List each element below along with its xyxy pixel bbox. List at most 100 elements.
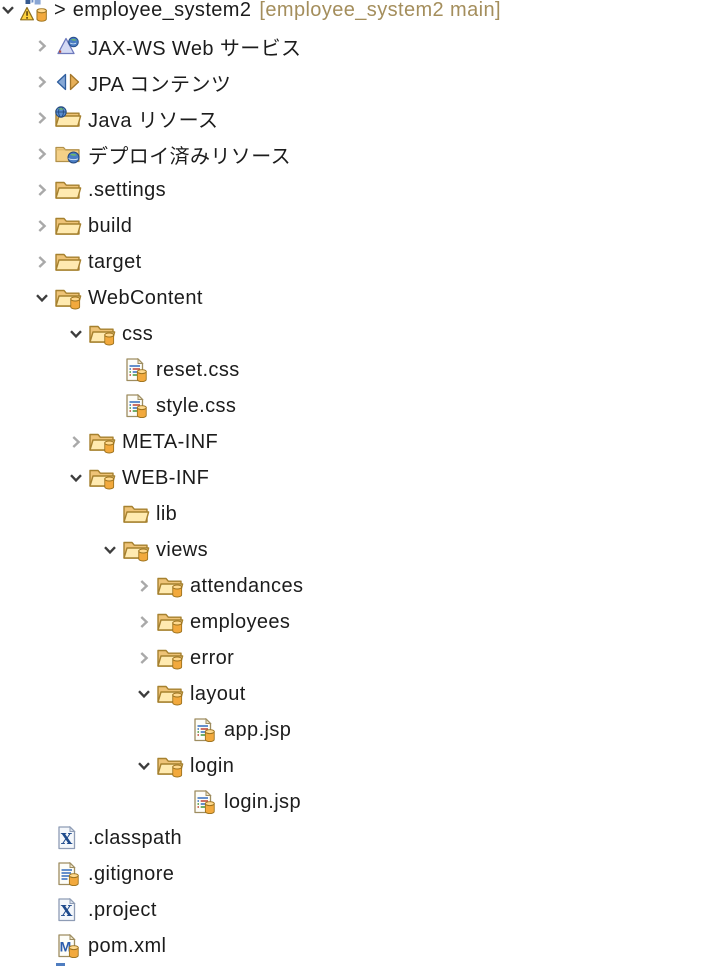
tree-item-views[interactable]: views xyxy=(0,532,711,568)
tree-item-label: login.jsp xyxy=(224,790,301,813)
web-file-icon xyxy=(122,394,150,418)
chevron-right-icon[interactable] xyxy=(136,614,156,631)
chevron-down-icon[interactable] xyxy=(136,686,156,703)
tree-item-label: employee_system2 xyxy=(72,0,252,21)
folder-git-icon xyxy=(156,574,184,598)
tree-item-login-jsp[interactable]: login.jsp xyxy=(0,784,711,820)
folder-git-icon xyxy=(54,286,82,310)
chevron-down-icon[interactable] xyxy=(102,542,122,559)
web-project-icon xyxy=(20,0,48,22)
folder-icon xyxy=(54,214,82,238)
folder-git-icon xyxy=(88,322,116,346)
tree-item-label: pom.xml xyxy=(88,934,167,957)
chevron-right-icon[interactable] xyxy=(34,182,54,199)
tree-item-error[interactable]: error xyxy=(0,640,711,676)
git-branch-decoration: [employee_system2 main] xyxy=(259,0,501,21)
folder-git-icon xyxy=(156,754,184,778)
tree-item-label: META-INF xyxy=(122,430,219,453)
tree-item-style-css[interactable]: style.css xyxy=(0,388,711,424)
tree-item-label: style.css xyxy=(156,394,237,417)
chevron-right-icon[interactable] xyxy=(34,74,54,91)
tree-item-build[interactable]: build xyxy=(0,208,711,244)
java-resources-icon xyxy=(54,106,82,130)
chevron-spacer xyxy=(34,902,54,919)
tree-item-pom-xml[interactable]: pom.xml xyxy=(0,928,711,964)
chevron-right-icon[interactable] xyxy=(34,146,54,163)
chevron-right-icon[interactable] xyxy=(34,254,54,271)
tree-item-label: app.jsp xyxy=(224,718,292,741)
tree-item-settings[interactable]: .settings xyxy=(0,172,711,208)
tree-item-layout[interactable]: layout xyxy=(0,676,711,712)
chevron-spacer xyxy=(102,398,122,415)
tree-item-label: attendances xyxy=(190,574,304,597)
tree-item-label: JAX-WS Web サービス xyxy=(88,37,302,60)
tree-item-label: views xyxy=(156,538,209,561)
tree-item-jpa[interactable]: JPA コンテンツ xyxy=(0,64,711,100)
tree-item-label: target xyxy=(88,250,142,273)
chevron-right-icon[interactable] xyxy=(34,110,54,127)
folder-git-icon xyxy=(156,610,184,634)
tree-item-project[interactable]: .project xyxy=(0,892,711,928)
chevron-spacer xyxy=(34,830,54,847)
folder-git-icon xyxy=(122,538,150,562)
jpa-icon xyxy=(54,70,82,94)
folder-icon xyxy=(122,502,150,526)
chevron-right-icon[interactable] xyxy=(68,434,88,451)
tree-item-employees[interactable]: employees xyxy=(0,604,711,640)
tree-item-label: Java リソース xyxy=(88,109,219,132)
tree-item-jax-ws-web[interactable]: JAX-WS Web サービス xyxy=(0,28,711,64)
tree-item-label: .classpath xyxy=(88,826,183,849)
tree-item-label: login xyxy=(190,754,235,777)
chevron-down-icon[interactable] xyxy=(0,2,20,19)
tree-item-target[interactable]: target xyxy=(0,244,711,280)
web-file-icon xyxy=(190,790,218,814)
maven-file-icon xyxy=(54,934,82,958)
tree-item-reset-css[interactable]: reset.css xyxy=(0,352,711,388)
tree-item-attendances[interactable]: attendances xyxy=(0,568,711,604)
chevron-spacer xyxy=(102,362,122,379)
tree-item-label: .settings xyxy=(88,178,167,201)
folder-git-icon xyxy=(156,646,184,670)
chevron-spacer xyxy=(102,506,122,523)
chevron-down-icon[interactable] xyxy=(68,470,88,487)
xml-file-icon xyxy=(54,898,82,922)
tree-item-label: .gitignore xyxy=(88,862,175,885)
tree-item-label: error xyxy=(190,646,235,669)
tree-item-webcontent[interactable]: WebContent xyxy=(0,280,711,316)
tree-item-label: layout xyxy=(190,682,246,705)
folder-git-icon xyxy=(156,682,184,706)
text-file-git-icon xyxy=(54,862,82,886)
xml-file-icon xyxy=(54,826,82,850)
chevron-right-icon[interactable] xyxy=(34,38,54,55)
chevron-spacer xyxy=(34,938,54,955)
chevron-spacer xyxy=(170,722,190,739)
tree-item-meta-inf[interactable]: META-INF xyxy=(0,424,711,460)
tree-item-label: デプロイ済みリソース xyxy=(88,145,291,168)
tree-item-label: JPA コンテンツ xyxy=(88,73,232,96)
tree-item-login[interactable]: login xyxy=(0,748,711,784)
chevron-spacer xyxy=(34,866,54,883)
tree-item-employee-system2[interactable]: > employee_system2 [employee_system2 mai… xyxy=(0,0,711,28)
folder-git-icon xyxy=(88,430,116,454)
git-dirty-indicator: > xyxy=(54,0,66,21)
chevron-down-icon[interactable] xyxy=(136,758,156,775)
chevron-down-icon[interactable] xyxy=(68,326,88,343)
tree-item-lib[interactable]: lib xyxy=(0,496,711,532)
tree-item-label: build xyxy=(88,214,133,237)
tree-item-css[interactable]: css xyxy=(0,316,711,352)
cutoff-next-row-icon xyxy=(56,963,65,966)
tree-item-label: reset.css xyxy=(156,358,240,381)
chevron-right-icon[interactable] xyxy=(34,218,54,235)
tree-item-classpath[interactable]: .classpath xyxy=(0,820,711,856)
chevron-right-icon[interactable] xyxy=(136,650,156,667)
tree-item-gitignore[interactable]: .gitignore xyxy=(0,856,711,892)
tree-item-item[interactable]: デプロイ済みリソース xyxy=(0,136,711,172)
tree-item-web-inf[interactable]: WEB-INF xyxy=(0,460,711,496)
web-file-icon xyxy=(122,358,150,382)
tree-item-label: WebContent xyxy=(88,286,203,309)
chevron-down-icon[interactable] xyxy=(34,290,54,307)
tree-item-app-jsp[interactable]: app.jsp xyxy=(0,712,711,748)
chevron-right-icon[interactable] xyxy=(136,578,156,595)
tree-item-java[interactable]: Java リソース xyxy=(0,100,711,136)
